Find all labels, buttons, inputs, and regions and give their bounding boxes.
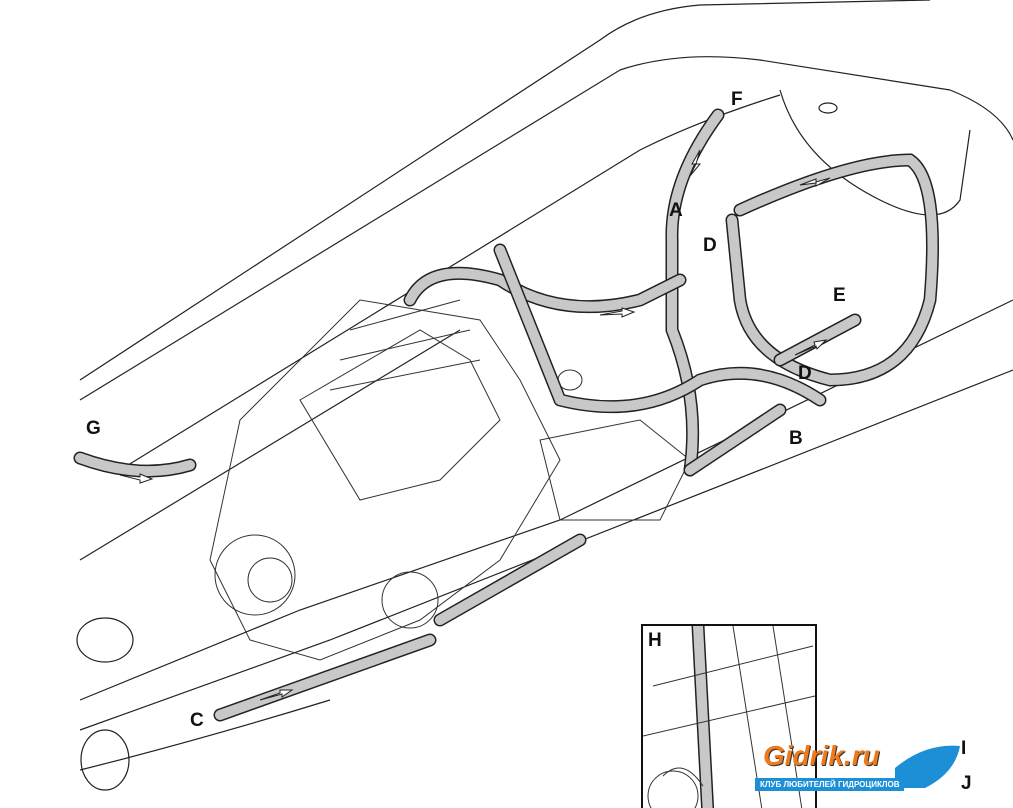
label-h: H (648, 630, 662, 651)
label-j: J (961, 773, 972, 794)
label-f: F (731, 89, 743, 110)
label-d-upper: D (703, 235, 717, 256)
detail-inset-h: H (641, 624, 817, 808)
label-c: C (190, 710, 204, 731)
label-a: A (669, 200, 683, 221)
watermark-title: Gidrik.ru (763, 740, 880, 771)
watermark-logo: Gidrik.ru КЛУБ ЛЮБИТЕЛЕЙ ГИДРОЦИКЛОВ (755, 738, 970, 798)
flow-arrows (119, 149, 831, 701)
label-b: B (789, 428, 803, 449)
inset-drawing (643, 626, 815, 808)
watermark-subtitle: КЛУБ ЛЮБИТЕЛЕЙ ГИДРОЦИКЛОВ (755, 778, 905, 791)
hoses (73, 108, 939, 722)
jetski-logo-icon (895, 745, 960, 788)
label-e: E (833, 285, 846, 306)
label-i: I (961, 738, 967, 759)
engine-outline (209, 299, 691, 661)
label-d-lower: D (798, 363, 812, 384)
label-g: G (86, 418, 101, 439)
hull-outline (76, 0, 1013, 791)
